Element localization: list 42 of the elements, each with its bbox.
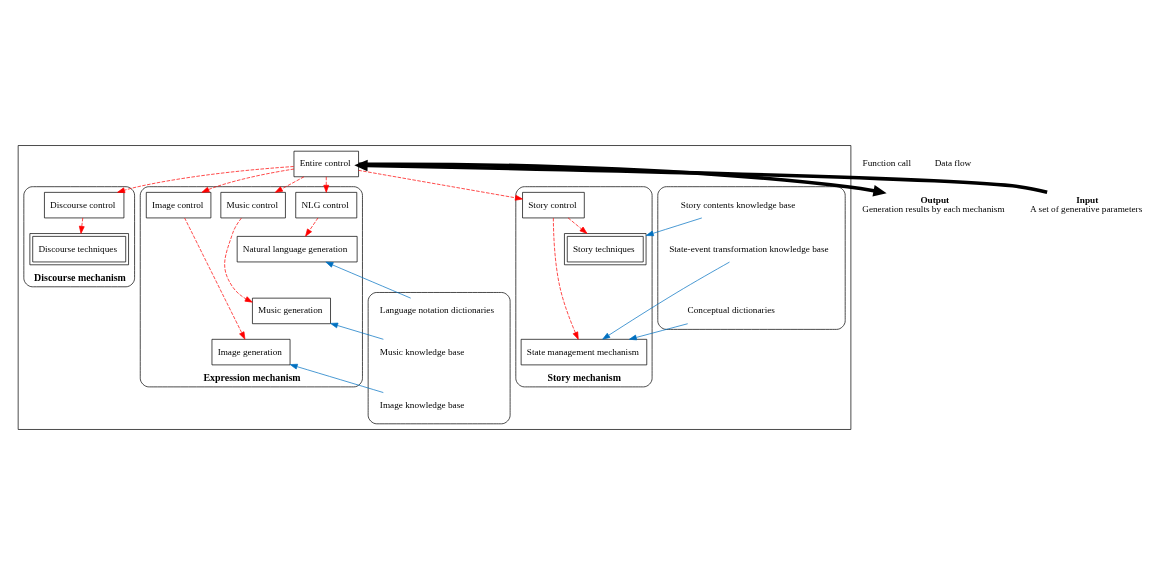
arrow (289, 363, 384, 393)
arrow (224, 217, 253, 302)
arrow (628, 322, 689, 340)
node-text: State-event transformation knowledge base (669, 243, 829, 254)
arrow (602, 261, 730, 340)
arrow (330, 322, 384, 340)
arrow (553, 217, 579, 340)
node-box: Natural language generation (236, 235, 358, 262)
cluster (657, 185, 846, 330)
arrow (305, 217, 319, 237)
node-box: State management mechanism (520, 338, 648, 365)
arrow (274, 175, 305, 193)
arrow (184, 217, 246, 340)
node-box: Image control (145, 191, 212, 218)
arrow (325, 261, 412, 298)
node-box: Music generation (252, 297, 331, 324)
node-text: Output Generation results by each mechanism (862, 194, 1005, 214)
node-box: Music control (220, 191, 286, 218)
node-box: Story control (522, 191, 585, 218)
arrow (567, 217, 588, 234)
node-box: NLG control (295, 191, 358, 218)
cluster (17, 144, 852, 430)
node-text: Input A set of generative parameters (1030, 194, 1143, 214)
node-text: Image knowledge base (379, 399, 465, 410)
node-box: Entire control (293, 150, 359, 177)
arrow (358, 161, 887, 196)
node-box: Image generation (211, 338, 291, 365)
arrow (323, 175, 330, 193)
arrow (201, 168, 295, 193)
node-text: Story contents knowledge base (680, 199, 796, 210)
arrow (78, 217, 85, 234)
arrow (354, 159, 1048, 194)
cluster (367, 291, 511, 424)
arrow (117, 165, 294, 193)
node-text: Conceptual dictionaries (687, 304, 775, 315)
legend-label: Data flow (934, 157, 972, 168)
arrow (358, 169, 523, 201)
node-text: Language notation dictionaries (379, 304, 495, 315)
node-text: Music knowledge base (379, 346, 465, 357)
legend-label: Function call (862, 157, 911, 168)
node-box: Discourse control (44, 191, 125, 218)
arrow (645, 217, 703, 236)
